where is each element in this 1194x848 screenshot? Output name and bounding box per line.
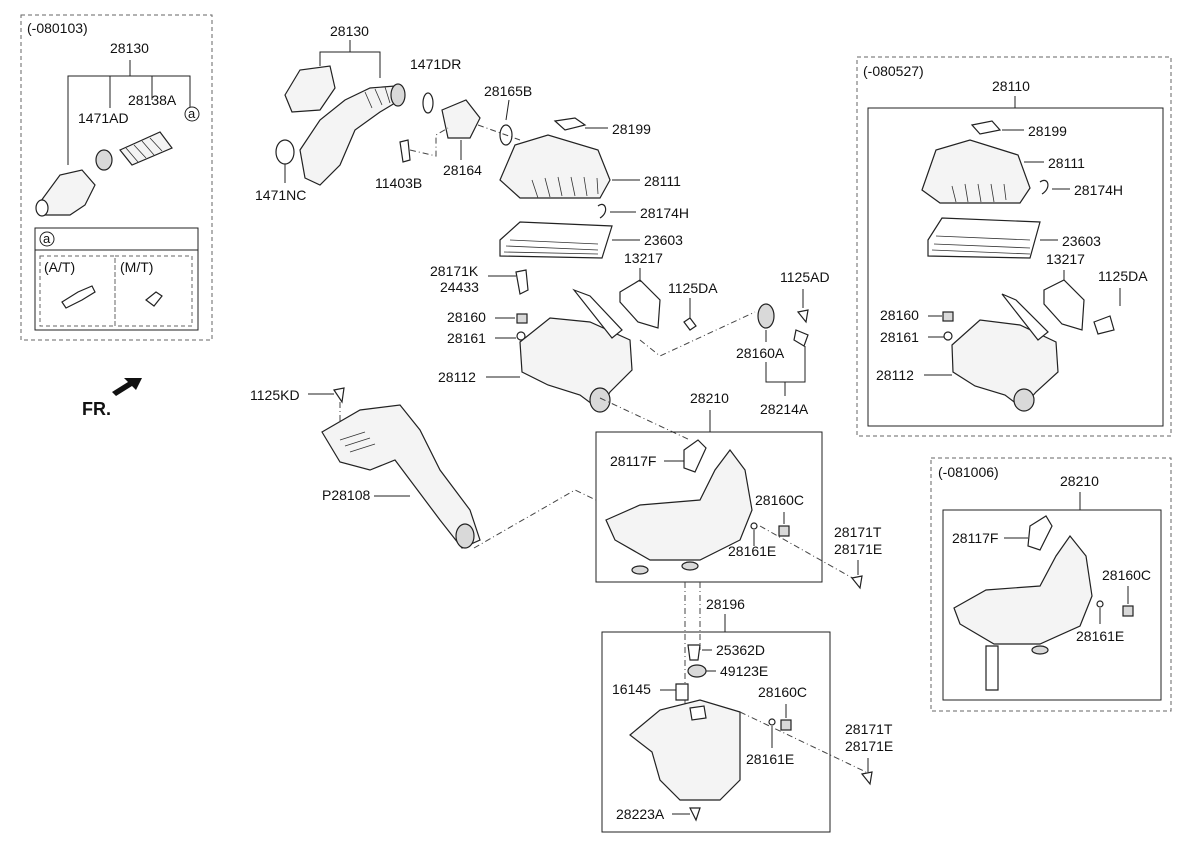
label-28223A: 28223A [616, 806, 665, 822]
label-13217-v2: 13217 [1046, 251, 1085, 267]
label-28160: 28160 [447, 309, 486, 325]
label-28111: 28111 [644, 173, 681, 189]
label-28171E-2: 28171E [845, 738, 893, 754]
label-28160C: 28160C [755, 492, 804, 508]
key-mt-label: (M/T) [120, 259, 153, 275]
label-28161E-v3: 28161E [1076, 628, 1124, 644]
label-28117F: 28117F [610, 453, 656, 469]
key-circle-a: a [43, 231, 51, 246]
maf-sensor-group: 28165B 28164 11403B [375, 83, 532, 191]
label-28174H: 28174H [640, 205, 689, 221]
label-1125KD: 1125KD [250, 387, 300, 403]
label-28196: 28196 [706, 596, 745, 612]
front-label: FR. [82, 399, 111, 419]
label-28210-v3: 28210 [1060, 473, 1099, 489]
label-28130: 28130 [330, 23, 369, 39]
circle-a-callout: a [184, 106, 200, 122]
label-28112: 28112 [438, 369, 476, 385]
label-28165B: 28165B [484, 83, 532, 99]
label-1125DA-v2: 1125DA [1098, 268, 1148, 284]
variant-box-080103: (-080103) 28130 1471AD 28138A a a (A/T) … [20, 14, 213, 341]
label-24433: 24433 [440, 279, 479, 295]
label-28111-v2: 28111 [1048, 155, 1085, 171]
label-28210: 28210 [690, 390, 729, 406]
variant-box-081006: (-081006) 28210 28117F 28160C 28161E [930, 457, 1172, 712]
label-1471AD-inset: 1471AD [78, 110, 129, 126]
label-28110: 28110 [992, 78, 1030, 94]
label-28130-inset: 28130 [110, 40, 149, 56]
label-28214A: 28214A [760, 401, 809, 417]
label-28171K: 28171K [430, 263, 479, 279]
label-28199-v2: 28199 [1028, 123, 1067, 139]
label-1471NC: 1471NC [255, 187, 306, 203]
label-1125AD: 1125AD [780, 269, 830, 285]
label-28138A: 28138A [128, 92, 177, 108]
label-28161-v2: 28161 [880, 329, 919, 345]
label-28160-v2: 28160 [880, 307, 919, 323]
key-at-label: (A/T) [44, 259, 75, 275]
intake-duct-group: 1125KD P28108 [250, 387, 691, 549]
label-P28108: P28108 [322, 487, 370, 503]
variant-label-080103: (-080103) [27, 20, 88, 36]
label-23603: 23603 [644, 232, 683, 248]
resonator-28196: 28196 25362D 49123E 16145 28160C 28161E … [601, 596, 893, 833]
label-28164: 28164 [443, 162, 482, 178]
label-28174H-v2: 28174H [1074, 182, 1123, 198]
label-16145: 16145 [612, 681, 651, 697]
resonator-28210-main: 28210 28117F 28160C 28161E 28171T 28171E [595, 390, 882, 720]
label-11403B: 11403B [375, 175, 422, 191]
clip-mt-icon [145, 291, 163, 307]
label-1125DA: 1125DA [668, 280, 718, 296]
label-28161E-2: 28161E [746, 751, 794, 767]
front-indicator: FR. [82, 378, 142, 419]
front-arrow-icon [112, 378, 142, 396]
label-28161E: 28161E [728, 543, 776, 559]
svg-text:a: a [188, 106, 196, 121]
label-28160C-2: 28160C [758, 684, 807, 700]
label-28199: 28199 [612, 121, 651, 137]
label-28171E: 28171E [834, 541, 882, 557]
label-28117F-v3: 28117F [952, 530, 998, 546]
label-28160C-v3: 28160C [1102, 567, 1151, 583]
label-28160A: 28160A [736, 345, 785, 361]
label-49123E: 49123E [720, 663, 768, 679]
air-cleaner-main: 28199 28111 28174H 23603 13217 1125DA 28… [430, 117, 830, 417]
label-25362D: 25362D [716, 642, 765, 658]
label-1471DR: 1471DR [410, 56, 461, 72]
label-28161: 28161 [447, 330, 486, 346]
upper-hose-group: 28130 1471DR 1471NC [255, 23, 461, 203]
label-28171T: 28171T [834, 524, 882, 540]
variant-label-081006: (-081006) [938, 464, 999, 480]
variant-label-080527: (-080527) [863, 63, 924, 79]
label-23603-v2: 23603 [1062, 233, 1101, 249]
intake-hose-inset [35, 131, 173, 217]
variant-box-080527: (-080527) 28110 28199 28111 28174H 23603… [856, 56, 1172, 437]
label-28112-v2: 28112 [876, 367, 914, 383]
label-28171T-2: 28171T [845, 721, 893, 737]
clip-at-icon [61, 285, 96, 309]
label-13217: 13217 [624, 250, 663, 266]
